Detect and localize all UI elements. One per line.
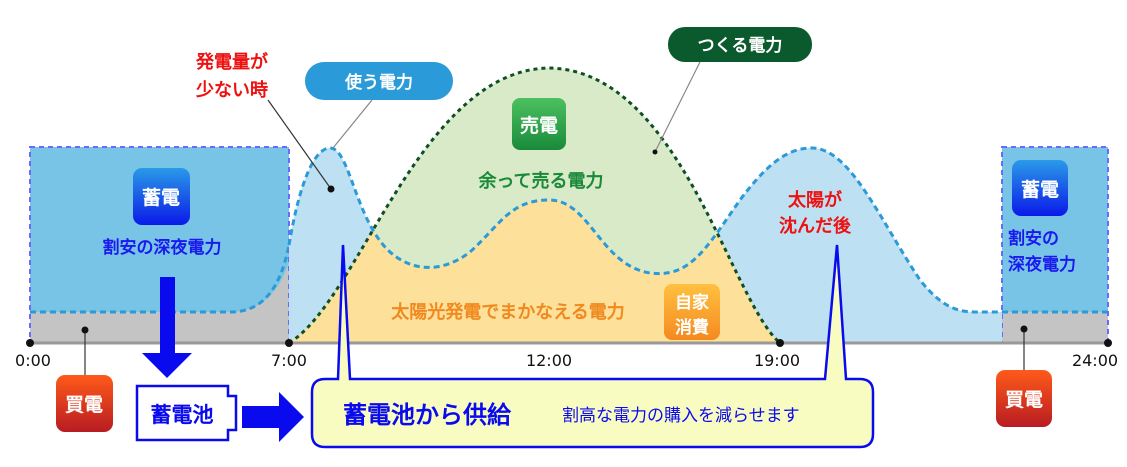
svg-text:蓄電: 蓄電 (142, 186, 180, 209)
generation-line (288, 66, 781, 345)
charge-badge-right: 蓄電 (1012, 160, 1068, 216)
battery-icon: 蓄電池 (135, 384, 238, 442)
svg-text:蓄電: 蓄電 (1021, 178, 1059, 201)
callout-sub-text: 割高な電力の購入を減らせます (562, 406, 800, 426)
night-power-label-left: 割安の深夜電力 (103, 237, 222, 258)
generation-label: つくる電力 (668, 27, 812, 62)
callout-main-text: 蓄電池から供給 (343, 401, 512, 429)
night-power-label-right: 割安の 深夜電力 (1008, 228, 1076, 275)
svg-text:つくる電力: つくる電力 (698, 35, 783, 56)
svg-text:割安の: 割安の (1008, 228, 1059, 249)
svg-text:自家: 自家 (675, 292, 709, 313)
battery-supply-callout (310, 244, 875, 449)
svg-text:使う電力: 使う電力 (344, 72, 413, 93)
svg-text:買電: 買電 (65, 394, 103, 416)
axis-dots (26, 339, 1112, 347)
svg-text:発電量が: 発電量が (195, 51, 268, 73)
buy-badge-right: 買電 (996, 370, 1052, 427)
self-consume-badge: 自家 消費 (664, 284, 720, 340)
low-generation-note: 発電量が 少ない時 (195, 51, 268, 101)
charge-badge-left: 蓄電 (133, 168, 190, 225)
sell-badge: 売電 (512, 98, 566, 150)
tick-label: 19:00 (754, 351, 800, 370)
leader-lines (84, 61, 1025, 376)
tick-label: 0:00 (15, 351, 51, 370)
svg-text:買電: 買電 (1005, 389, 1043, 411)
arrow-down-icon (142, 277, 192, 378)
svg-text:消費: 消費 (675, 317, 709, 338)
tick-label: 12:00 (526, 351, 572, 370)
solar-covered-label: 太陽光発電でまかなえる電力 (391, 301, 624, 323)
tick-label: 24:00 (1072, 351, 1118, 370)
svg-text:蓄電池: 蓄電池 (151, 403, 214, 427)
consumption-label: 使う電力 (305, 62, 453, 100)
arrow-right-icon (242, 392, 304, 442)
svg-text:沈んだ後: 沈んだ後 (779, 215, 852, 237)
svg-text:少ない時: 少ない時 (195, 80, 268, 101)
svg-text:売電: 売電 (520, 114, 558, 137)
svg-text:太陽が: 太陽が (788, 189, 842, 211)
after-sunset-note: 太陽が 沈んだ後 (779, 189, 852, 237)
tick-label: 7:00 (271, 351, 307, 370)
surplus-label: 余って売る電力 (477, 170, 603, 192)
svg-text:深夜電力: 深夜電力 (1008, 254, 1076, 275)
buy-badge-left: 買電 (56, 375, 113, 432)
consumption-line (287, 146, 1002, 314)
